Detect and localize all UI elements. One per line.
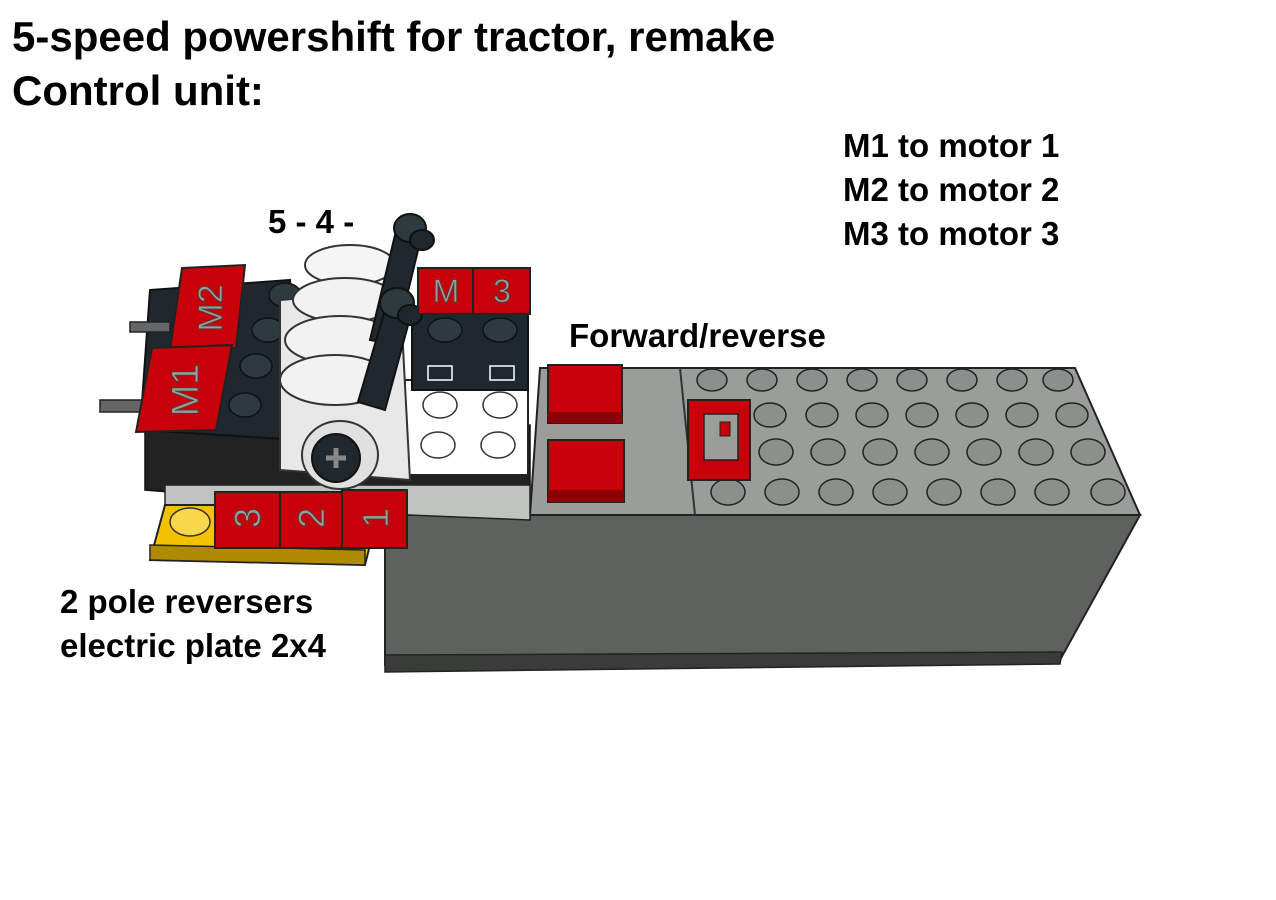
motor-note-2: M2 to motor 2 [843, 171, 1060, 208]
reverser-tile-2-text: 2 [291, 508, 332, 528]
page-title: 5-speed powershift for tractor, remake C… [12, 10, 775, 118]
m1-tile-text: M1 [165, 364, 207, 417]
m3-tile-m-text: M [433, 273, 460, 309]
m2-tile-text: M2 [192, 284, 230, 331]
battery-box-studs [696, 368, 1126, 506]
lever-label: 5 - 4 - [268, 203, 355, 240]
forward-reverse-buttons [547, 364, 625, 503]
m1-tile [134, 343, 234, 434]
reverser-tile-2 [279, 491, 343, 549]
reverser-label-line-2: electric plate 2x4 [60, 627, 326, 664]
motor-note-3: M3 to motor 3 [843, 215, 1060, 252]
motor-tiles: M 3 M2 M1 [134, 263, 531, 434]
m3-tile-3 [472, 267, 531, 315]
gear-levers [356, 213, 435, 412]
battery-box [384, 367, 1142, 673]
reverser-tile-1-text: 1 [355, 508, 396, 528]
m2-tile [168, 263, 247, 352]
forward-reverse-label: Forward/reverse [569, 317, 826, 354]
title-line-2: Control unit: [12, 67, 264, 114]
reverser-plate: 3 2 1 [148, 489, 408, 567]
m3-tile-3-text: 3 [493, 273, 511, 309]
motor-note-1: M1 to motor 1 [843, 127, 1060, 164]
reverser-tile-1 [341, 489, 408, 549]
motor-notes: M1 to motor 1 M2 to motor 2 M3 to motor … [843, 124, 1059, 256]
reverser-label-line-1: 2 pole reversers [60, 583, 314, 620]
battery-box-bottom-edge [384, 651, 1063, 673]
reverser-label: 2 pole reversers electric plate 2x4 [60, 580, 326, 668]
battery-box-front [384, 514, 1142, 667]
battery-switch [687, 399, 751, 481]
title-line-1: 5-speed powershift for tractor, remake [12, 13, 776, 60]
reverser-tile-3-text: 3 [227, 508, 268, 528]
